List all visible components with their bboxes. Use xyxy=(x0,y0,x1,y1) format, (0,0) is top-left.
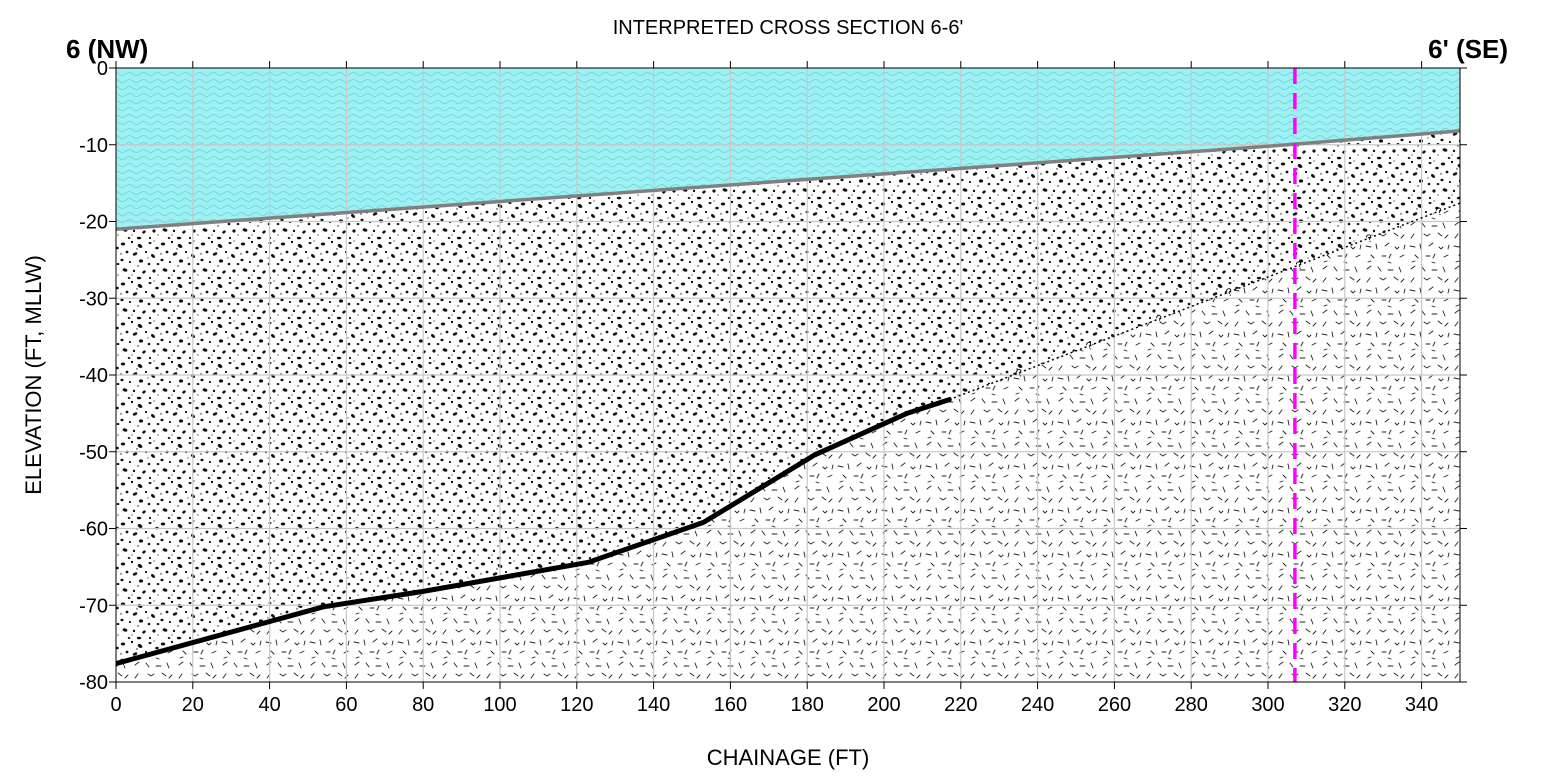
chart-title: INTERPRETED CROSS SECTION 6-6' xyxy=(613,17,964,39)
water-layer xyxy=(116,68,1460,230)
x-tick-label: 100 xyxy=(483,694,516,716)
x-tick-label: 0 xyxy=(110,694,121,716)
x-tick-label: 240 xyxy=(1021,694,1054,716)
uncertainty-marker: ? xyxy=(1224,286,1234,299)
x-tick-label: 340 xyxy=(1405,694,1438,716)
uncertainty-marker: ? xyxy=(1155,313,1165,326)
x-tick-label: 140 xyxy=(637,694,670,716)
y-tick-label: -70 xyxy=(79,595,108,617)
x-tick-label: 180 xyxy=(791,694,824,716)
inferred-contact-line xyxy=(949,202,1460,401)
uncertainty-marker: ? xyxy=(1434,205,1444,218)
y-axis-label: ELEVATION (FT, MLLW) xyxy=(21,255,46,495)
x-tick-label: 300 xyxy=(1251,694,1284,716)
uncertainty-marker: ? xyxy=(1294,259,1304,272)
x-tick-label: 160 xyxy=(714,694,747,716)
y-tick-label: -60 xyxy=(79,519,108,541)
uncertainty-marker: ? xyxy=(1015,367,1025,380)
end-label: 6' (SE) xyxy=(1428,34,1508,64)
x-tick-label: 260 xyxy=(1098,694,1131,716)
x-axis-label: CHAINAGE (FT) xyxy=(707,745,870,770)
y-tick-label: -50 xyxy=(79,442,108,464)
y-tick-label: -40 xyxy=(79,365,108,387)
x-tick-label: 120 xyxy=(560,694,593,716)
uncertainty-marker: ? xyxy=(1085,340,1095,353)
y-tick-label: -20 xyxy=(79,212,108,234)
x-tick-label: 280 xyxy=(1175,694,1208,716)
interpreted-contact-line xyxy=(116,397,952,667)
x-tick-label: 320 xyxy=(1328,694,1361,716)
gravelly-sediment-layer xyxy=(116,130,1460,664)
x-tick-label: 80 xyxy=(412,694,434,716)
y-tick-label: -80 xyxy=(79,672,108,694)
y-tick-label: -10 xyxy=(79,135,108,157)
bedrock-layer xyxy=(116,203,1460,682)
x-tick-label: 20 xyxy=(182,694,204,716)
uncertainty-marker: ? xyxy=(1364,232,1374,245)
x-tick-label: 60 xyxy=(335,694,357,716)
x-tick-label: 40 xyxy=(258,694,280,716)
y-tick-label: -30 xyxy=(79,288,108,310)
x-tick-label: 220 xyxy=(944,694,977,716)
seafloor-line xyxy=(116,129,1460,231)
x-tick-label: 200 xyxy=(867,694,900,716)
start-label: 6 (NW) xyxy=(66,34,148,64)
y-tick-label: 0 xyxy=(97,58,108,80)
